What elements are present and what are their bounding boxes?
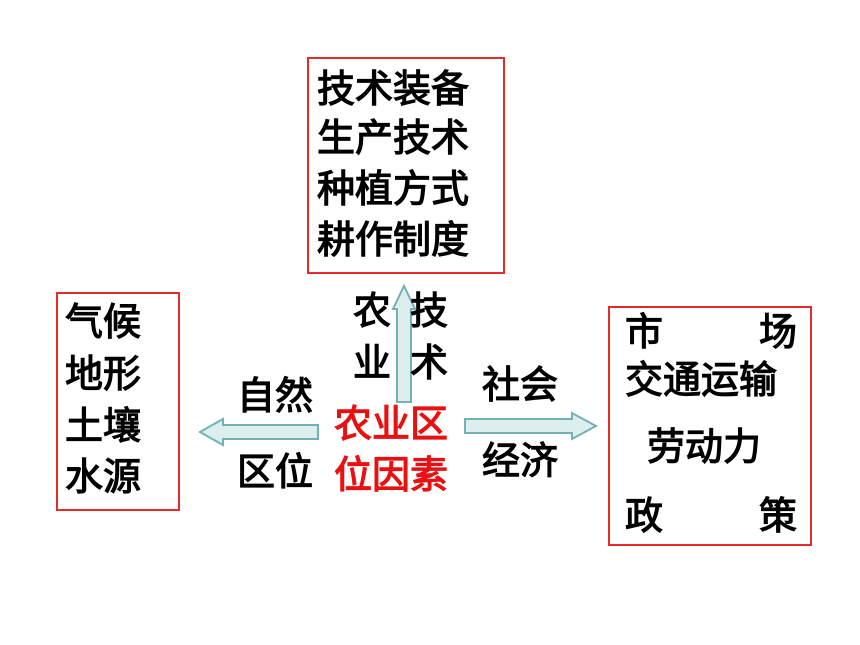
center-title-line-2: 位因素 (334, 453, 449, 497)
right-box-transport: 交通运输 (625, 358, 778, 402)
right-box-labor: 劳动力 (647, 425, 762, 469)
right-box-market-char-1: 市 (625, 310, 664, 354)
center-title-line-1: 农业区 (334, 402, 449, 446)
top-box-line-1: 技术装备 (317, 67, 470, 111)
label-ziran: 自然 (237, 374, 314, 418)
arrow-right (464, 411, 599, 441)
left-box-line-4: 水源 (65, 455, 142, 499)
label-shehui: 社会 (482, 363, 559, 407)
top-box (307, 57, 505, 274)
top-box-line-2: 生产技术 (317, 116, 470, 160)
arrow-left (197, 417, 319, 447)
right-box-policy: 政 策 (625, 497, 797, 535)
label-jingji: 经济 (482, 439, 559, 483)
label-ye: 业 (353, 341, 392, 385)
right-box-market-char-2: 场 (758, 310, 797, 354)
right-box-policy-char-1: 政 (625, 494, 664, 538)
left-box-line-3: 土壤 (65, 404, 142, 448)
top-box-line-3: 种植方式 (317, 167, 470, 211)
right-box-market: 市 场 (625, 313, 797, 351)
left-box-line-1: 气候 (65, 300, 142, 344)
label-quwei: 区位 (237, 450, 314, 494)
right-box (608, 306, 812, 546)
label-nong: 农 (353, 289, 392, 333)
arrow-up (391, 283, 417, 403)
label-shu: 术 (410, 341, 449, 385)
left-box-line-2: 地形 (65, 352, 142, 396)
left-box (56, 292, 180, 511)
label-ji: 技 (410, 289, 449, 333)
top-box-line-4: 耕作制度 (317, 218, 470, 262)
right-box-policy-char-2: 策 (758, 494, 797, 538)
